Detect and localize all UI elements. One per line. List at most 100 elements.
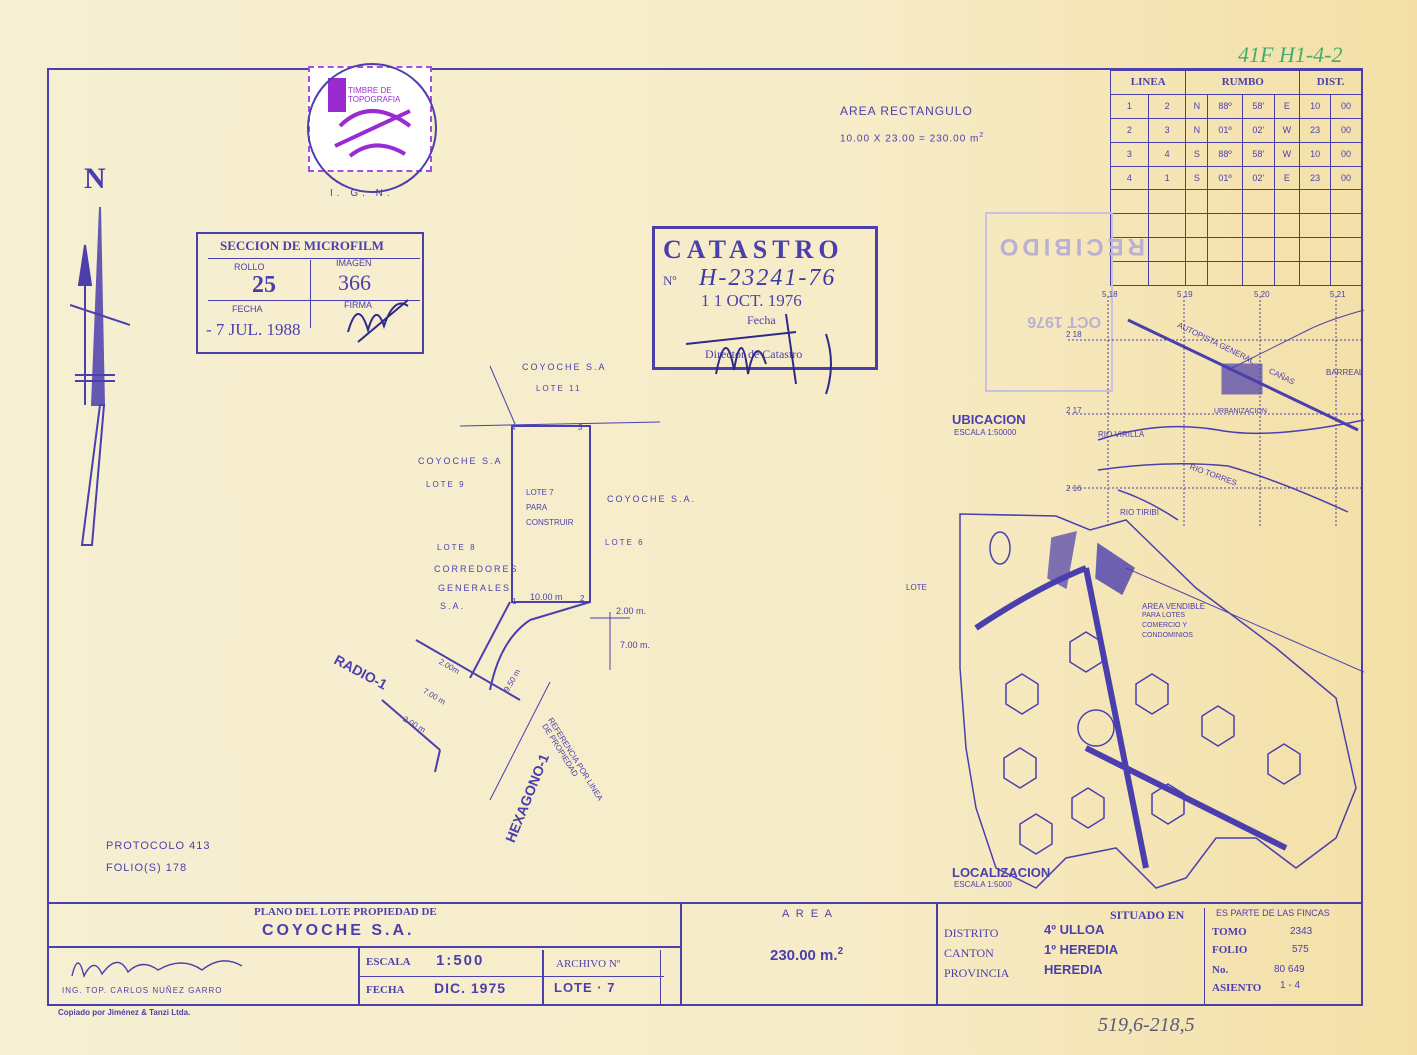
rumbo-cell: S [1185,165,1209,191]
archivo-lote: LOTE · 7 [554,980,616,995]
rumbo-cell: 00 [1330,93,1362,119]
rumbo-cell [1110,237,1149,263]
rumbo-cell [1273,213,1301,239]
microfilm-imagen: 366 [338,270,371,295]
header-dist: DIST. [1299,70,1362,95]
rumbo-cell [1207,261,1243,286]
plano-title: PLANO DEL LOTE PROPIEDAD DE [254,906,437,918]
localizacion-map [959,513,1364,889]
rumbo-cell: 00 [1330,165,1362,191]
microfilm-rollo-label: ROLLO [234,262,265,272]
north-label: N [84,162,106,195]
label-condominios: CONDOMINIOS [1142,632,1193,639]
label-para-lotes: PARA LOTES [1142,612,1186,619]
area-rect-formula: 10.00 X 23.00 = 230.00 m2 [840,132,985,145]
tomo-label: TOMO [1212,926,1247,938]
catastro-title: CATASTRO [663,235,844,264]
rumbo-cell: 2 [1110,117,1149,143]
recibido-text: RECIBIDO [995,233,1145,260]
microfilm-stamp: SECCION DE MICROFILM ROLLO IMAGEN 25 366… [196,232,424,354]
rumbo-cell: 01º [1207,117,1243,143]
rumbo-cell: 23 [1299,165,1332,191]
folio-value: 575 [1292,944,1309,955]
rumbo-cell [1185,189,1209,215]
rumbo-cell: 3 [1147,117,1187,143]
label-area-vendible: AREA VENDIBLE [1142,602,1206,611]
rumbo-cell: 2 [1147,93,1187,119]
rumbo-cell: 58' [1241,93,1275,119]
label-para: PARA [526,503,548,512]
rumbo-cell [1185,261,1209,286]
engineer-name: ING. TOP. CARLOS NUÑEZ GARRO [62,986,223,995]
label-lote6: LOTE 6 [605,538,645,547]
rumbo-cell [1299,237,1332,263]
engineer-signature-icon [71,960,243,979]
ubicacion-map [1068,296,1365,526]
timbre-emblem-icon [328,78,412,158]
microfilm-signature-icon [347,299,409,343]
rumbo-cell: E [1273,93,1301,119]
rumbo-cell: 1 [1110,93,1149,119]
label-comercio: COMERCIO Y [1142,622,1187,629]
fecha-label: FECHA [366,984,405,996]
folio: FOLIO(S) 178 [106,862,188,874]
timbre-text2: TOPOGRAFIA [348,95,401,104]
north-arrow-icon [70,206,130,546]
protocolo: PROTOCOLO 413 [106,840,211,852]
folio-label: FOLIO [1212,944,1248,956]
localizacion-title: LOCALIZACION [952,865,1051,880]
rumbo-cell: 10 [1299,141,1332,167]
area-rect-title: AREA RECTANGULO [840,104,973,118]
rumbo-cell [1207,237,1243,263]
rumbo-cell: 01º [1207,165,1243,191]
rumbo-cell [1273,261,1301,286]
rumbo-row [1110,189,1362,215]
lot-plan-drawing [381,365,661,801]
rumbo-cell: 4 [1147,141,1187,167]
rumbo-cell [1110,213,1149,239]
label-lote9: LOTE 9 [426,480,466,489]
rumbo-cell: S [1185,141,1209,167]
rumbo-cell [1330,261,1362,286]
rumbo-cell [1241,237,1275,263]
rumbo-cell [1110,189,1149,215]
rumbo-cell: E [1273,165,1301,191]
microfilm-imagen-label: IMAGEN [336,258,372,268]
rumbo-cell: 10 [1299,93,1332,119]
header-rumbo: RUMBO [1185,70,1301,95]
timbre-text1: TIMBRE DE [348,86,392,95]
rumbo-cell [1273,189,1301,215]
no-value: 80 649 [1274,964,1305,975]
catastro-number: H-23241-76 [699,265,837,291]
rumbo-cell [1110,261,1149,286]
distrito-value: 4º ULLOA [1044,922,1105,937]
archivo-label: ARCHIVO Nº [556,958,621,970]
rumbo-cell [1207,189,1243,215]
rumbo-cell: 02' [1241,117,1275,143]
catastro-signature-icon [685,313,832,395]
es-parte-label: ES PARTE DE LAS FINCAS [1216,908,1330,918]
rumbo-cell: 1 [1147,165,1187,191]
label-sa: S.A. [440,601,466,611]
microfilm-fecha-label: FECHA [232,304,263,314]
rumbo-cell: 3 [1110,141,1149,167]
microfilm-rollo: 25 [252,272,276,298]
rumbo-cell [1330,213,1362,239]
rumbo-cell [1207,213,1243,239]
situado-label: SITUADO EN [1110,908,1185,922]
microfilm-title: SECCION DE MICROFILM [220,238,384,253]
no-label: No. [1212,964,1229,976]
dim-10m: 10.00 m [530,592,563,602]
label-lote11: LOTE 11 [536,384,582,393]
label-loc-lote: LOTE [906,583,927,592]
rumbo-cell [1299,189,1332,215]
label-lote8: LOTE 8 [437,543,477,552]
fecha-value: DIC. 1975 [434,980,507,996]
catastro-stamp: CATASTRO Nº H-23241-76 1 1 OCT. 1976 Fec… [652,226,878,370]
catastro-fecha-label: Fecha [747,313,776,327]
